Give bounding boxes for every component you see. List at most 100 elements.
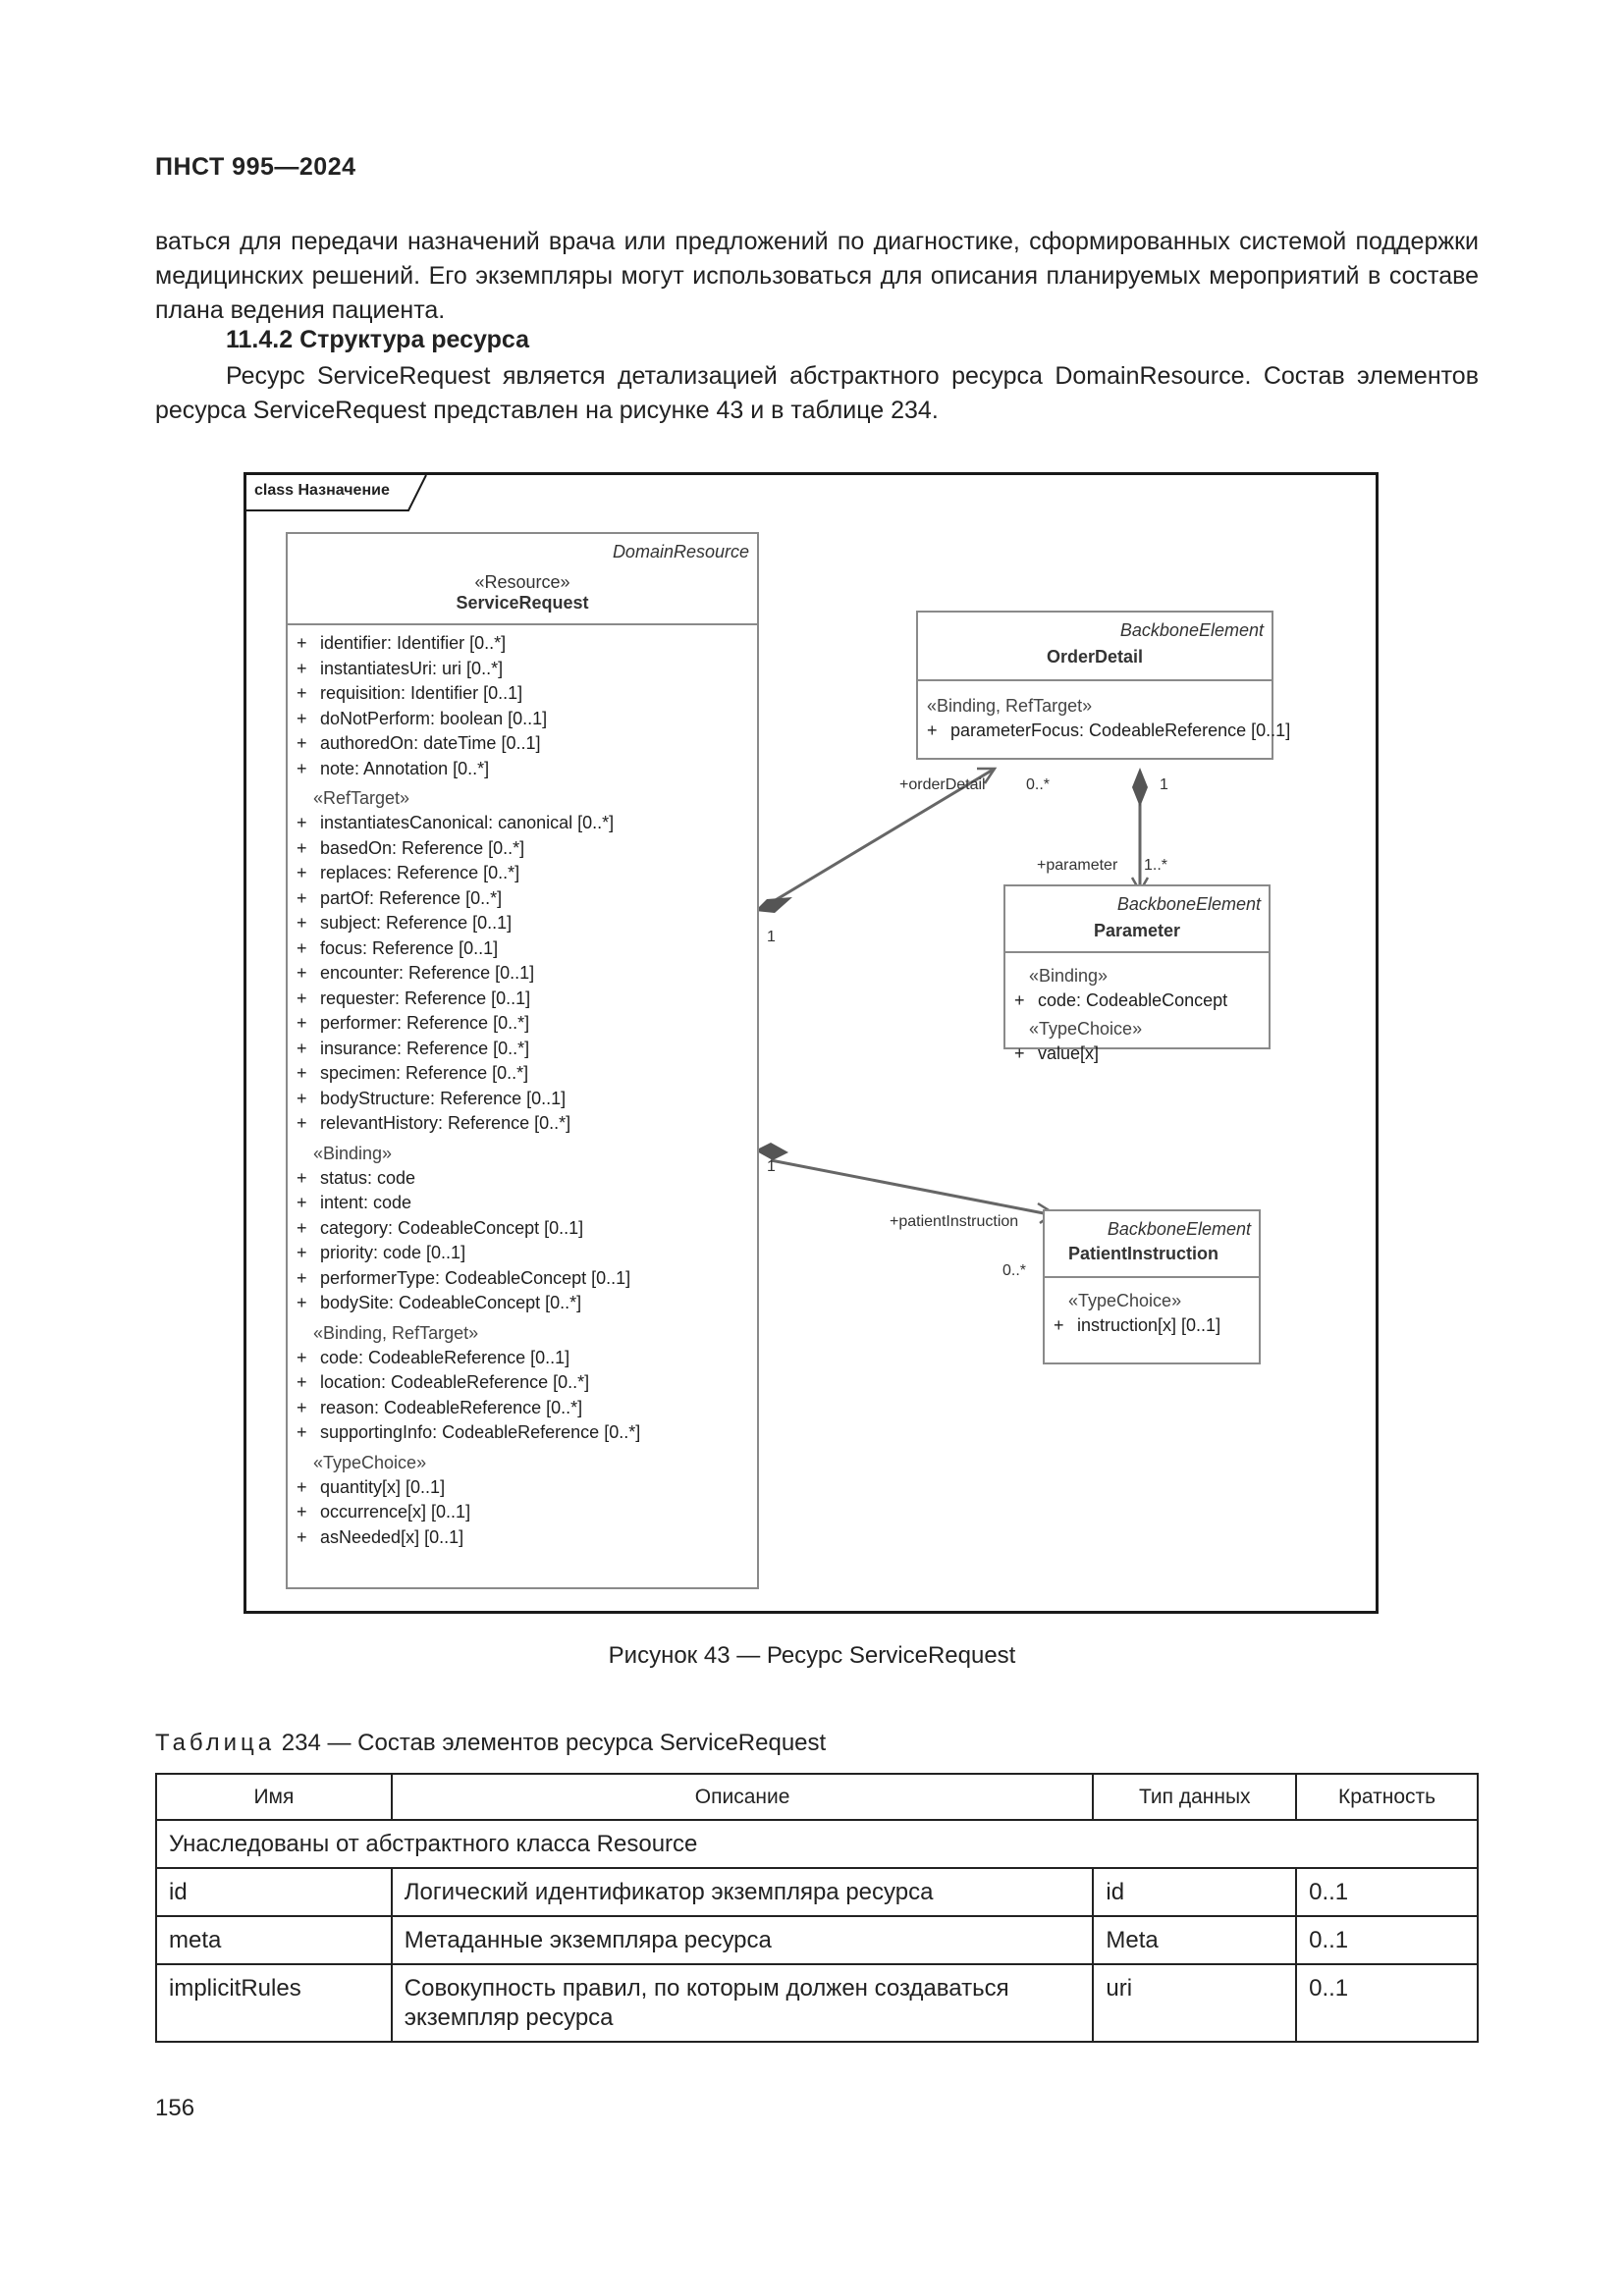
role-label-parameter: +parameter bbox=[1037, 857, 1118, 874]
attribute-row: +focus: Reference [0..1] bbox=[297, 937, 499, 958]
table-cell: meta bbox=[155, 1915, 393, 1965]
multiplicity-parameter-source: 1 bbox=[1160, 776, 1168, 793]
attribute-row: +code: CodeableReference [0..1] bbox=[297, 1347, 570, 1367]
table-cell: 0..1 bbox=[1295, 1867, 1479, 1917]
attribute-group-label: «Binding» bbox=[313, 1143, 393, 1163]
attribute-row: +instantiatesUri: uri [0..*] bbox=[297, 658, 504, 678]
class-parent-label: BackboneElement bbox=[1116, 894, 1261, 914]
table-cell: Совокупность правил, по которым должен с… bbox=[390, 1963, 1095, 2043]
table-title: Таблица 234 — Состав элементов ресурса S… bbox=[155, 1730, 827, 1756]
attribute-row: +intent: code bbox=[297, 1193, 412, 1212]
attribute-row: +basedOn: Reference [0..*] bbox=[297, 837, 525, 858]
orderdetail-association-line bbox=[768, 767, 996, 906]
table-cell: implicitRules bbox=[155, 1963, 393, 2043]
section-heading: 11.4.2 Структура ресурса bbox=[226, 326, 529, 353]
composition-diamond-patientinstruction bbox=[755, 1143, 788, 1160]
attribute-row: +asNeeded[x] [0..1] bbox=[297, 1526, 464, 1547]
attribute-row: +specimen: Reference [0..*] bbox=[297, 1063, 529, 1083]
multiplicity-orderdetail: 0..* bbox=[1026, 776, 1051, 793]
class-name: Parameter bbox=[1093, 921, 1181, 940]
attribute-row: +reason: CodeableReference [0..*] bbox=[297, 1397, 583, 1417]
attribute-group-label: «TypeChoice» bbox=[1029, 1018, 1143, 1039]
attribute-row: +requisition: Identifier [0..1] bbox=[297, 683, 523, 703]
class-parent-label: DomainResource bbox=[612, 542, 749, 561]
attribute-row: +relevantHistory: Reference [0..*] bbox=[297, 1113, 571, 1133]
attribute-row: +note: Annotation [0..*] bbox=[297, 758, 490, 778]
attribute-row: +quantity[x] [0..1] bbox=[297, 1476, 446, 1497]
table-cell: 0..1 bbox=[1295, 1963, 1479, 2043]
frame-label: class Назначение bbox=[254, 482, 390, 499]
multiplicity-orderdetail-source: 1 bbox=[767, 929, 776, 945]
class-patient-instruction: BackboneElement PatientInstruction «Type… bbox=[1043, 1209, 1261, 1364]
class-name: ServiceRequest bbox=[456, 593, 589, 613]
role-label-patientinstruction: +patientInstruction bbox=[890, 1213, 1019, 1230]
attribute-row: +location: CodeableReference [0..*] bbox=[297, 1372, 590, 1392]
attribute-row: +performerType: CodeableConcept [0..1] bbox=[297, 1267, 631, 1288]
class-name: PatientInstruction bbox=[1068, 1244, 1219, 1263]
attribute-row: +code: CodeableConcept bbox=[1014, 990, 1228, 1010]
table-section-row: Унаследованы от абстрактного класса Reso… bbox=[155, 1819, 1479, 1869]
patientinstruction-association-line bbox=[770, 1158, 1045, 1215]
class-parent-label: BackboneElement bbox=[1107, 1219, 1251, 1239]
attribute-row: +instruction[x] [0..1] bbox=[1054, 1315, 1221, 1335]
column-header: Кратность bbox=[1295, 1773, 1479, 1821]
paragraph-intro: ваться для передачи назначений врача или… bbox=[155, 228, 1479, 324]
composition-diamond-orderdetail bbox=[755, 897, 792, 913]
composition-diamond-parameter bbox=[1132, 768, 1148, 807]
multiplicity-patientinstruction-source: 1 bbox=[767, 1158, 776, 1175]
attribute-row: +bodyStructure: Reference [0..1] bbox=[297, 1088, 567, 1108]
attribute-row: +category: CodeableConcept [0..1] bbox=[297, 1217, 584, 1238]
section-cell: Унаследованы от абстрактного класса Reso… bbox=[155, 1819, 1479, 1869]
attribute-row: +bodySite: CodeableConcept [0..*] bbox=[297, 1293, 582, 1312]
class-attributes: +identifier: Identifier [0..*]+instantia… bbox=[288, 625, 757, 1550]
class-order-detail: BackboneElement OrderDetail «Binding, Re… bbox=[916, 611, 1290, 760]
attribute-group-label: «TypeChoice» bbox=[1068, 1291, 1182, 1310]
class-service-request: DomainResource «Resource» ServiceRequest… bbox=[286, 532, 759, 1589]
table-cell: 0..1 bbox=[1295, 1915, 1479, 1965]
attribute-group-label: «Binding, RefTarget» bbox=[313, 1322, 479, 1343]
table-cell: Метаданные экземпляра ресурса bbox=[390, 1915, 1095, 1965]
attribute-group-label: «Binding» bbox=[1029, 966, 1109, 986]
attribute-row: +authoredOn: dateTime [0..1] bbox=[297, 733, 541, 753]
attribute-row: +supportingInfo: CodeableReference [0..*… bbox=[297, 1422, 641, 1442]
multiplicity-patientinstruction: 0..* bbox=[1002, 1262, 1027, 1279]
attribute-row: +value[x] bbox=[1014, 1042, 1100, 1063]
column-header: Тип данных bbox=[1092, 1773, 1298, 1821]
table-header-row: Имя Описание Тип данных Кратность bbox=[155, 1773, 1479, 1821]
column-header: Описание bbox=[390, 1773, 1095, 1821]
class-name: OrderDetail bbox=[1046, 647, 1144, 667]
attribute-group-label: «Binding, RefTarget» bbox=[927, 696, 1093, 716]
attribute-group-label: «TypeChoice» bbox=[313, 1452, 427, 1472]
table-cell: Логический идентификатор экземпляра ресу… bbox=[390, 1867, 1095, 1917]
orderdetail-arrowhead bbox=[977, 767, 998, 784]
attribute-row: +insurance: Reference [0..*] bbox=[297, 1038, 530, 1058]
table-cell: uri bbox=[1092, 1963, 1298, 2043]
table-cell: id bbox=[155, 1867, 393, 1917]
class-parent-label: BackboneElement bbox=[1119, 620, 1264, 640]
attribute-row: +requester: Reference [0..1] bbox=[297, 988, 531, 1008]
frame-tab-outline bbox=[246, 475, 427, 511]
attribute-row: +performer: Reference [0..*] bbox=[297, 1013, 530, 1033]
table-cell: id bbox=[1092, 1867, 1298, 1917]
uml-class-diagram: class Назначение DomainResource «Resourc… bbox=[244, 472, 1379, 1614]
role-label-orderdetail: +orderDetail bbox=[899, 776, 986, 793]
attribute-row: +occurrence[x] [0..1] bbox=[297, 1502, 471, 1522]
attribute-row: +replaces: Reference [0..*] bbox=[297, 863, 520, 882]
attribute-row: +instantiatesCanonical: canonical [0..*] bbox=[297, 813, 615, 832]
attribute-row: +priority: code [0..1] bbox=[297, 1243, 466, 1262]
multiplicity-parameter: 1..* bbox=[1144, 857, 1168, 874]
document-header: ПНСТ 995—2024 bbox=[155, 153, 356, 181]
figure-caption: Рисунок 43 — Ресурс ServiceRequest bbox=[608, 1642, 1016, 1669]
attribute-row: +partOf: Reference [0..*] bbox=[297, 887, 503, 908]
class-stereotype: «Resource» bbox=[474, 572, 570, 592]
attribute-row: +subject: Reference [0..1] bbox=[297, 913, 513, 933]
column-header: Имя bbox=[155, 1773, 393, 1821]
attribute-group-label: «RefTarget» bbox=[313, 788, 410, 808]
table-cell: Meta bbox=[1092, 1915, 1298, 1965]
class-parameter: BackboneElement Parameter «Binding» +cod… bbox=[1003, 884, 1271, 1063]
elements-table: Имя Описание Тип данных Кратность Унасле… bbox=[155, 1773, 1479, 2043]
attribute-row: +status: code bbox=[297, 1167, 416, 1188]
page-number: 156 bbox=[155, 2095, 195, 2121]
